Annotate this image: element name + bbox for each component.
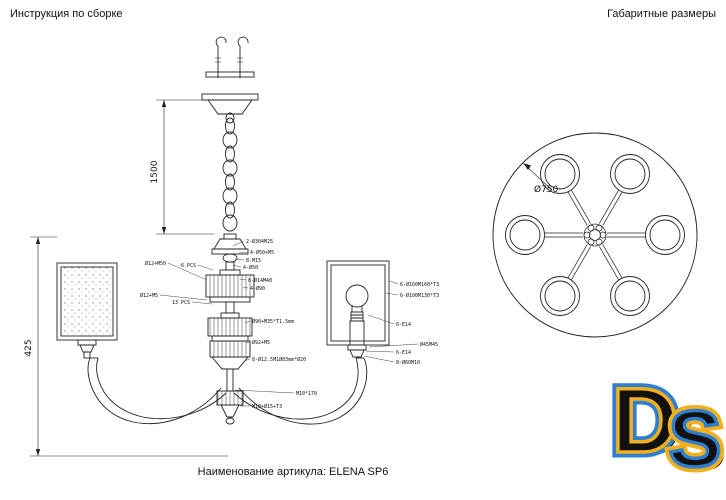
- logo-letter-d-outer: D: [612, 370, 678, 472]
- annotation-label: Ø12+M50: [145, 260, 166, 267]
- annotation-label: M10+Ø15+T3: [252, 403, 282, 410]
- logo-shadow: D S: [617, 374, 726, 487]
- annotation-label: 4-Ø50+M5: [250, 249, 274, 256]
- arm-left: [87, 357, 227, 425]
- left-shade: [56, 262, 118, 341]
- right-candle-holder: [347, 344, 367, 358]
- header-right-label: Габаритные размеры: [607, 8, 716, 20]
- logo-letter-s-outer: S: [668, 394, 721, 483]
- annotation-label: 4-Ø90: [250, 285, 265, 292]
- central-stem: [205, 233, 255, 425]
- arm-right: [233, 357, 368, 425]
- annotation-label: 6 PCS: [181, 263, 196, 269]
- canopy: [201, 93, 259, 124]
- logo-letter-s-inner: S: [668, 394, 721, 483]
- annotation-label: 8-Ø14M40: [248, 277, 272, 284]
- diameter-label: Ø750: [534, 184, 559, 195]
- body-height-label: 425: [24, 339, 34, 356]
- article-caption: Наименование артикула: ELENA SP6: [197, 466, 389, 478]
- annotation-label: 4-Ø50: [243, 264, 258, 271]
- annotation-label: 13 PCS: [172, 300, 190, 306]
- chain: [222, 117, 238, 232]
- top-view-lamps: [505, 154, 685, 316]
- dimension-chain-1500: 1500: [150, 99, 214, 235]
- annotation-label: 8-M15: [246, 258, 261, 264]
- logo-letter-d-inner: D: [612, 370, 678, 472]
- left-candle-holder: [77, 339, 97, 359]
- top-view-outline: [492, 132, 698, 338]
- ceiling-hooks: [205, 36, 255, 78]
- part-annotations: 2-Ø304M25 4-Ø50+M5 8-M15 4-Ø50 8-Ø14M40 …: [140, 238, 439, 410]
- annotation-label: 8-Ø12.5M1Ø83mm*Ø20: [252, 356, 306, 363]
- top-view-hub: [583, 223, 607, 247]
- right-bulb: [345, 284, 369, 346]
- chain-length-label: 1500: [150, 160, 160, 183]
- annotation-label: Ø90+M35*T1.5mm: [252, 318, 294, 325]
- leader-lines: [159, 240, 419, 407]
- right-shade: [326, 260, 390, 346]
- top-view-arms: [544, 189, 646, 281]
- brand-logo: D S D D S S: [606, 365, 726, 489]
- annotation-label: 6-Ø160M160*T3: [400, 281, 439, 288]
- annotation-label: Ø12+M5: [140, 292, 158, 299]
- top-view: Ø750: [492, 132, 698, 338]
- annotation-label: Ø45M45: [420, 341, 438, 348]
- annotation-label: Ø92+M5: [252, 339, 270, 346]
- dimension-height-425: 425: [24, 236, 228, 457]
- front-view: 1500 425: [24, 36, 419, 457]
- annotation-label: 8-Ø60M10: [396, 359, 420, 366]
- annotation-label: 2-Ø304M25: [246, 238, 273, 245]
- logo-letter-s-shadow: S: [673, 398, 726, 487]
- annotation-label: M10*170: [296, 391, 317, 397]
- diameter-callout: Ø750: [523, 163, 559, 195]
- header-left-label: Инструкция по сборке: [10, 8, 123, 20]
- annotation-label: 6-E14: [396, 350, 411, 356]
- annotation-label: 6-E14: [396, 322, 411, 328]
- annotation-label: 6-Ø100M130*T3: [400, 292, 439, 299]
- logo-letter-d-shadow: D: [617, 374, 683, 476]
